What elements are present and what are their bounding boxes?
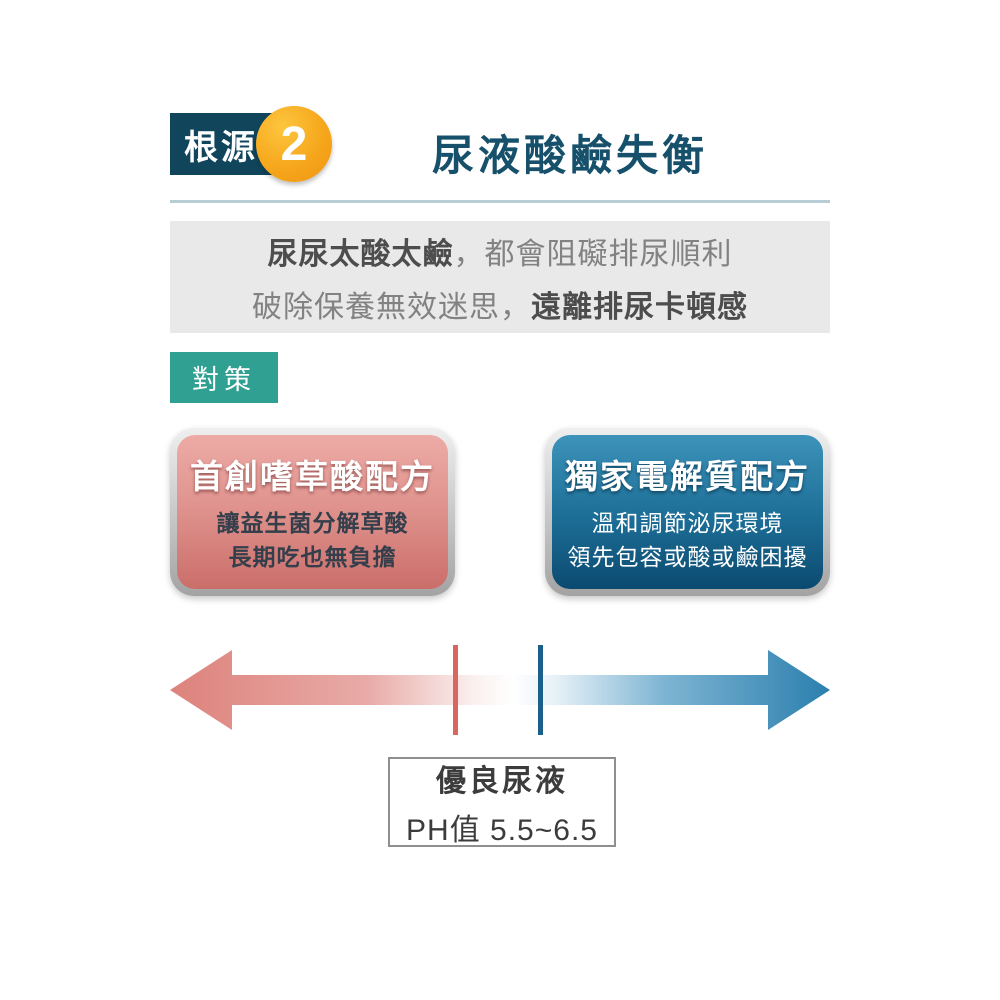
ph-label-value: PH值 5.5~6.5 — [406, 813, 598, 847]
card-electrolyte-inner: 獨家電解質配方 溫和調節泌尿環境 領先包容或酸或鹼困擾 — [552, 435, 823, 589]
root-number-circle: 2 — [256, 106, 332, 182]
ph-tick-acid — [453, 645, 458, 735]
card-electrolyte-line-1: 溫和調節泌尿環境 — [591, 510, 784, 536]
intro-line-2: 破除保養無效迷思，遠離排尿卡頓感 — [252, 282, 748, 326]
intro-line-2-rest: 破除保養無效迷思， — [252, 290, 531, 324]
ph-scale-arrow — [170, 645, 830, 735]
card-oxalate-formula: 首創嗜草酸配方 讓益生菌分解草酸 長期吃也無負擔 — [170, 428, 455, 596]
intro-line-1-rest: ，都會阻礙排尿順利 — [453, 237, 733, 271]
ph-tick-alkaline — [538, 645, 543, 735]
intro-box: 尿尿太酸太鹼，都會阻礙排尿順利 破除保養無效迷思，遠離排尿卡頓感 — [170, 221, 830, 333]
card-electrolyte-line-2: 領先包容或酸或鹼困擾 — [567, 544, 808, 570]
ph-label-box: 優良尿液 PH值 5.5~6.5 — [388, 757, 616, 847]
card-oxalate-line-2: 長期吃也無負擔 — [228, 544, 397, 570]
strategy-badge: 對策 — [170, 352, 278, 403]
ph-label-title: 優良尿液 — [436, 764, 568, 798]
root-number: 2 — [280, 117, 308, 171]
card-oxalate-title: 首創嗜草酸配方 — [190, 458, 435, 495]
card-electrolyte-title: 獨家電解質配方 — [565, 458, 810, 495]
card-oxalate-line-1: 讓益生菌分解草酸 — [216, 510, 409, 536]
intro-line-2-bold: 遠離排尿卡頓感 — [531, 290, 748, 324]
card-oxalate-inner: 首創嗜草酸配方 讓益生菌分解草酸 長期吃也無負擔 — [177, 435, 448, 589]
page-title: 尿液酸鹼失衡 — [431, 132, 708, 179]
root-badge-label: 根源 — [184, 128, 258, 167]
header-divider — [170, 200, 830, 203]
intro-line-1: 尿尿太酸太鹼，都會阻礙排尿順利 — [268, 229, 733, 273]
intro-line-1-bold: 尿尿太酸太鹼 — [267, 237, 454, 271]
card-electrolyte-formula: 獨家電解質配方 溫和調節泌尿環境 領先包容或酸或鹼困擾 — [545, 428, 830, 596]
ph-scale-arrow-graphic — [170, 650, 830, 730]
